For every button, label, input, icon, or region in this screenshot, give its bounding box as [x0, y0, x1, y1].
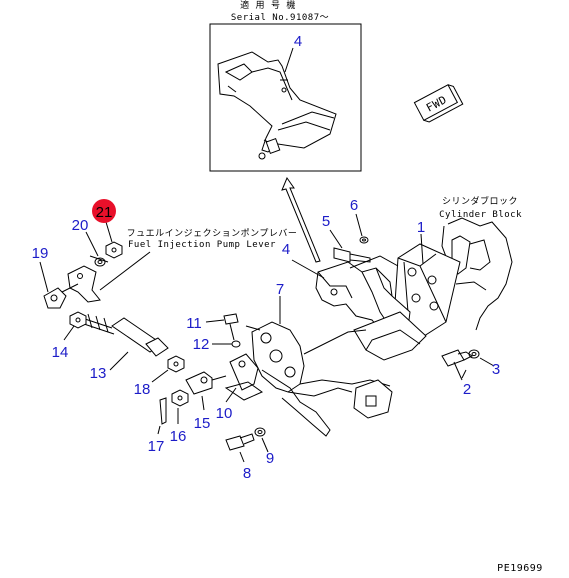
leader-14 — [63, 325, 75, 341]
washer-3 — [468, 349, 480, 359]
fwd-indicator: FWD — [413, 84, 464, 123]
leader-13 — [109, 351, 129, 371]
rod-end-15 — [185, 371, 227, 395]
leader-21 — [105, 221, 113, 243]
leader-fuel-lever — [99, 251, 151, 291]
bolt-2 — [441, 349, 473, 381]
callout-19: 19 — [32, 245, 49, 262]
fuel-lever-label-jp: フュエルインジェクションポンプレバー — [127, 228, 298, 239]
callout-9: 9 — [266, 450, 274, 467]
callout-21-highlight[interactable]: 21 — [92, 199, 116, 223]
nut-21 — [105, 241, 123, 259]
callout-7: 7 — [276, 281, 284, 298]
applicability-header: 適 用 号 機 — [240, 0, 296, 11]
callout-13: 13 — [90, 365, 107, 382]
ball-joint-19 — [43, 283, 79, 309]
leader-4 — [291, 259, 325, 279]
callout-16: 16 — [170, 428, 187, 445]
leader-10 — [225, 387, 237, 403]
lever-10 — [224, 353, 264, 401]
callout-5: 5 — [322, 213, 330, 230]
callout-4: 4 — [282, 241, 290, 258]
nut-16 — [171, 389, 189, 407]
callout-11: 11 — [186, 315, 202, 332]
leader-17 — [157, 425, 161, 435]
serial-range: Serial No.91087〜 — [231, 13, 329, 23]
washer-12 — [231, 340, 241, 348]
bolt-8 — [225, 433, 255, 451]
bolt-11 — [223, 313, 239, 341]
callout-inset4: 4 — [294, 33, 302, 50]
callout-20: 20 — [72, 217, 89, 234]
highlight-circle — [92, 199, 116, 223]
leader-3 — [479, 357, 495, 367]
leader-11 — [205, 319, 225, 323]
cylinder-block-label-en: Cylinder Block — [439, 210, 522, 220]
bracket — [315, 255, 427, 361]
leader-15 — [201, 395, 205, 411]
nut-18 — [167, 355, 185, 373]
callout-17: 17 — [148, 438, 165, 455]
callout-2: 2 — [463, 381, 471, 398]
leader-8 — [239, 451, 245, 463]
callout-8: 8 — [243, 465, 251, 482]
washer-20 — [94, 257, 106, 267]
drawing-number: PE19699 — [497, 563, 543, 574]
leader-6 — [355, 213, 363, 237]
leader-19 — [39, 261, 49, 293]
pin-17 — [159, 397, 167, 425]
leader-18 — [151, 369, 169, 383]
leader-5 — [329, 229, 343, 249]
callout-21: 21 — [96, 204, 113, 221]
inset-arrow — [281, 176, 321, 263]
leader-inset4 — [284, 47, 294, 73]
nut-14 — [69, 311, 87, 329]
leader-20 — [85, 231, 99, 257]
callout-14: 14 — [52, 344, 69, 361]
inset-bracket-drawing — [217, 51, 337, 160]
washer-6 — [359, 236, 369, 244]
washer-9 — [254, 427, 266, 437]
callout-18: 18 — [134, 381, 151, 398]
callout-6: 6 — [350, 197, 358, 214]
callout-12: 12 — [193, 336, 210, 353]
fuel-lever-label-en: Fuel Injection Pump Lever — [128, 240, 276, 250]
inset-frame — [209, 23, 362, 172]
leader-1 — [420, 233, 424, 265]
leader-9 — [261, 437, 269, 453]
callout-3: 3 — [492, 361, 500, 378]
lever-assembly — [245, 321, 393, 437]
bolt-5 — [333, 247, 371, 263]
cylinder-block-label-jp: シリンダブロック — [442, 195, 518, 207]
callout-15: 15 — [194, 415, 211, 432]
leader-2 — [461, 369, 467, 379]
callout-10: 10 — [216, 405, 233, 422]
rod-13 — [81, 313, 169, 357]
callout-1: 1 — [417, 219, 425, 236]
